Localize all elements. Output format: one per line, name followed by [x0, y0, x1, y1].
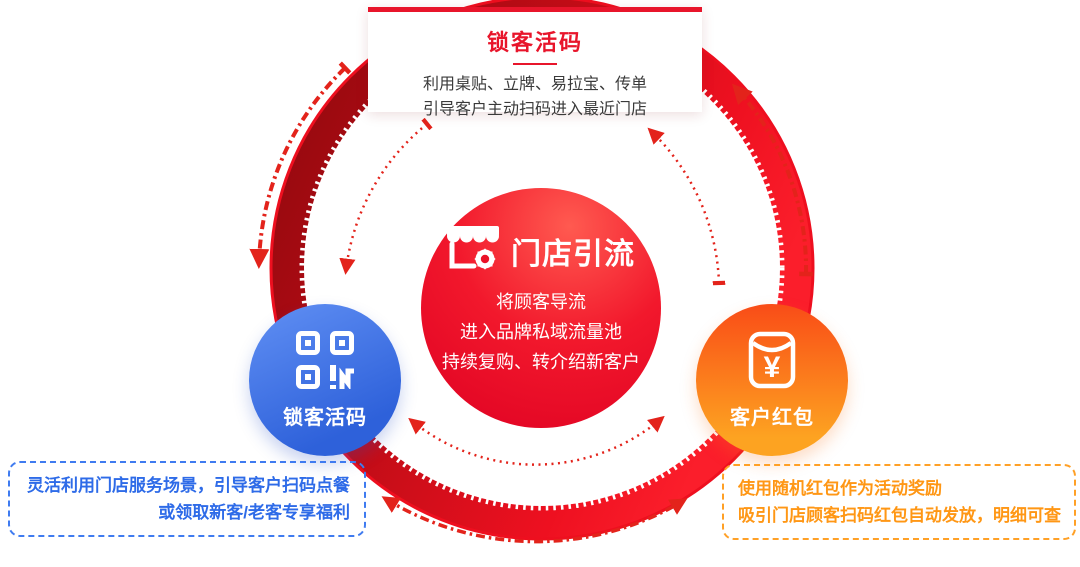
center-node-title: 门店引流 [511, 237, 635, 271]
center-node-description: 将顾客导流 进入品牌私域流量池 持续复购、转介绍新客户 [421, 287, 661, 377]
right-note-line: 吸引门店顾客扫码红包自动发放，明细可查 [738, 506, 1061, 525]
red-envelope-icon: ¥ [748, 331, 796, 394]
top-card-divider [513, 63, 557, 65]
inner-left-arrow [339, 117, 433, 275]
top-card-locked-qr: 锁客活码 利用桌贴、立牌、易拉宝、传单 引导客户主动扫码进入最近门店 [368, 7, 702, 118]
center-node-line: 持续复购、转介绍新客户 [442, 352, 640, 372]
right-note-box: 使用随机红包作为活动奖励 吸引门店顾客扫码红包自动发放，明细可查 [722, 464, 1076, 540]
right-node-label: 客户红包 [730, 406, 814, 429]
center-node-header: 门店引流 [421, 188, 661, 275]
yen-symbol: ¥ [764, 351, 781, 384]
outer-left-arrow [249, 61, 352, 269]
top-card-title: 锁客活码 [486, 30, 583, 55]
center-node-store-traffic: 门店引流 将顾客导流 进入品牌私域流量池 持续复购、转介绍新客户 [421, 188, 661, 428]
left-note-line: 或领取新客/老客专享福利 [158, 503, 350, 522]
top-card-line: 引导客户主动扫码进入最近门店 [422, 101, 647, 118]
right-note-line: 使用随机红包作为活动奖励 [738, 479, 942, 498]
inner-right-arrow [647, 127, 726, 286]
left-node-label: 锁客活码 [283, 406, 367, 429]
top-card-line: 利用桌贴、立牌、易拉宝、传单 [422, 76, 647, 93]
left-note-box: 灵活利用门店服务场景，引导客户扫码点餐 或领取新客/老客专享福利 [8, 461, 366, 537]
qr-code-icon [296, 330, 354, 394]
left-node-locked-qr: 锁客活码 [249, 304, 401, 456]
right-node-red-packet: ¥ 客户红包 [696, 304, 848, 456]
left-note-line: 灵活利用门店服务场景，引导客户扫码点餐 [27, 476, 350, 495]
outer-bottom-arrow [381, 496, 688, 544]
outer-right-arrow [731, 83, 813, 277]
center-node-line: 将顾客导流 [496, 292, 586, 312]
storefront-icon [447, 226, 499, 275]
center-node-line: 进入品牌私域流量池 [460, 322, 622, 342]
